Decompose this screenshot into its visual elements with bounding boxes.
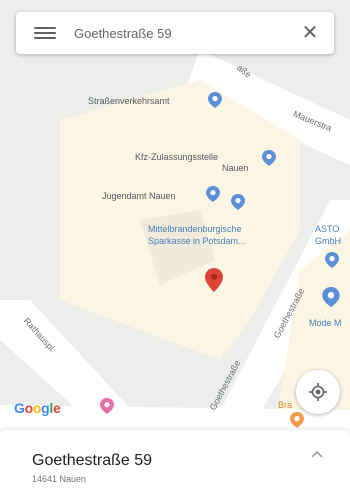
place-bottom-sheet[interactable]: Goethestraße 59 14641 Nauen (0, 430, 350, 488)
location-pin-icon[interactable] (208, 92, 222, 108)
search-bar[interactable]: Goethestraße 59 ✕ (16, 12, 334, 54)
google-logo: Google (14, 400, 61, 416)
place-subtitle: 14641 Nauen (32, 474, 87, 484)
map-base-layer (0, 50, 350, 430)
place-title: Goethestraße 59 (32, 452, 153, 469)
location-pin-icon[interactable] (262, 150, 276, 166)
search-query[interactable]: Goethestraße 59 (74, 25, 172, 41)
location-pin-icon[interactable] (206, 186, 220, 202)
poi-label-kfz-line1[interactable]: Kfz-Zulassungsstelle (135, 152, 219, 162)
my-location-icon (309, 383, 327, 401)
selected-location-pin-icon[interactable] (205, 268, 223, 292)
hamburger-menu-icon[interactable] (34, 25, 56, 41)
location-pin-icon[interactable] (322, 287, 340, 307)
close-icon[interactable]: ✕ (301, 22, 319, 44)
location-pin-icon[interactable] (325, 252, 339, 268)
location-pin-icon[interactable] (290, 412, 304, 428)
poi-label-sparkasse-line2[interactable]: Sparkasse in Potsdam... (148, 236, 246, 246)
poi-label-brau[interactable]: Bra (278, 400, 293, 410)
poi-label-strassenverkehrsamt[interactable]: Straßenverkehrsamt (88, 96, 170, 106)
poi-label-sparkasse-line1[interactable]: Mittelbrandenburgische (148, 224, 242, 234)
my-location-button[interactable] (296, 370, 340, 414)
poi-label-kfz-line2[interactable]: Nauen (222, 163, 249, 173)
location-pin-icon[interactable] (231, 194, 245, 210)
map-canvas[interactable]: Goethestraße 59 ✕ aße Mauerstra Straßenv… (0, 0, 350, 430)
chevron-up-icon[interactable] (310, 448, 324, 462)
poi-label-asto-line1[interactable]: ASTO (315, 224, 340, 234)
poi-label-mode[interactable]: Mode M (309, 318, 342, 328)
location-pin-icon[interactable] (100, 398, 114, 414)
poi-label-asto-line2[interactable]: GmbH (315, 236, 342, 246)
poi-label-jugendamt[interactable]: Jugendamt Nauen (102, 191, 176, 201)
